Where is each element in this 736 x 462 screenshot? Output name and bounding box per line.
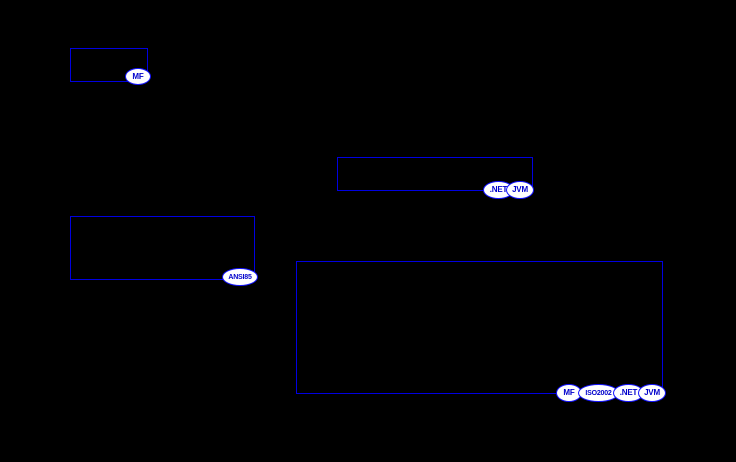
badge-mf-icon[interactable]: MF [125, 68, 151, 85]
diagram-box[interactable] [70, 216, 255, 280]
diagram-box[interactable] [337, 157, 533, 191]
badge-ansi85-icon[interactable]: ANSI85 [222, 268, 258, 286]
diagram-box[interactable] [70, 48, 148, 82]
badge-mf-icon[interactable]: MF [556, 384, 582, 402]
badge-jvm-icon[interactable]: JVM [638, 384, 666, 402]
diagram-box[interactable] [296, 261, 663, 394]
badge-jvm-icon[interactable]: JVM [506, 181, 534, 199]
